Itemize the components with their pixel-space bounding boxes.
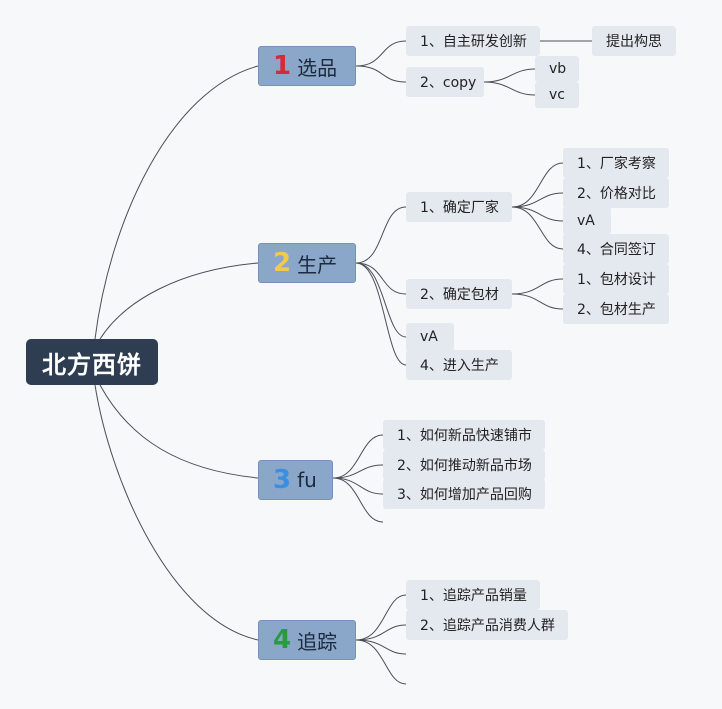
topic-packaging-production[interactable]: 2、包材生产 <box>563 294 669 324</box>
topic-vc[interactable]: vc <box>535 82 579 108</box>
topic-enter-production[interactable]: 4、进入生产 <box>406 350 512 380</box>
topic-label: 4、进入生产 <box>420 358 499 374</box>
topic-track-consumers[interactable]: 2、追踪产品消费人群 <box>406 610 568 640</box>
topic-label: vA <box>577 213 595 229</box>
branch-2-label: 生产 <box>297 252 338 277</box>
topic-label: 1、包材设计 <box>577 272 656 288</box>
topic-price-compare[interactable]: 2、价格对比 <box>563 178 669 208</box>
topic-label: 1、如何新品快速铺市 <box>397 428 532 444</box>
branch-1-number: 1 <box>273 51 292 81</box>
topic-label: 2、如何推动新品市场 <box>397 458 532 474</box>
topic-fast-distribution[interactable]: 1、如何新品快速铺市 <box>383 420 545 450</box>
topic-factory-inspect[interactable]: 1、厂家考察 <box>563 148 669 178</box>
topic-label: 提出构思 <box>606 34 662 50</box>
topic-va-2[interactable]: vA <box>406 323 454 351</box>
topic-label: vc <box>549 87 565 103</box>
branch-4-number: 4 <box>273 625 292 655</box>
branch-1[interactable]: 1 选品 <box>258 46 356 86</box>
branch-2-number: 2 <box>273 248 292 278</box>
topic-track-sales[interactable]: 1、追踪产品销量 <box>406 580 540 610</box>
topic-va-1[interactable]: vA <box>563 207 611 235</box>
link-root-b4 <box>94 384 259 641</box>
topic-label: 2、包材生产 <box>577 302 656 318</box>
topic-label: 2、追踪产品消费人群 <box>420 618 555 634</box>
topic-label: 2、确定包材 <box>420 287 499 303</box>
topic-label: 4、合同签订 <box>577 242 656 258</box>
root-label: 北方西饼 <box>42 350 142 379</box>
branch-4[interactable]: 4 追踪 <box>258 620 356 660</box>
branch-3[interactable]: 3 fu <box>258 460 333 500</box>
topic-self-rd[interactable]: 1、自主研发创新 <box>406 26 540 56</box>
topic-copy[interactable]: 2、copy <box>406 67 484 97</box>
topic-label: 2、copy <box>420 75 477 91</box>
topic-label: 2、价格对比 <box>577 186 656 202</box>
root-node[interactable]: 北方西饼 <box>26 339 158 385</box>
topic-label: vb <box>549 61 567 77</box>
topic-propose-idea[interactable]: 提出构思 <box>592 26 676 56</box>
branch-3-number: 3 <box>273 465 292 495</box>
link-root-b3 <box>99 384 259 479</box>
topic-label: 1、厂家考察 <box>577 156 656 172</box>
topic-label: 1、追踪产品销量 <box>420 588 527 604</box>
branch-1-label: 选品 <box>297 55 338 80</box>
link-root-b1 <box>94 65 259 340</box>
topic-confirm-packaging[interactable]: 2、确定包材 <box>406 279 512 309</box>
link-root-b2 <box>99 262 259 340</box>
topic-promote-market[interactable]: 2、如何推动新品市场 <box>383 450 545 480</box>
topic-label: 1、确定厂家 <box>420 200 499 216</box>
topic-increase-repurchase[interactable]: 3、如何增加产品回购 <box>383 479 545 509</box>
topic-confirm-factory[interactable]: 1、确定厂家 <box>406 192 512 222</box>
branch-2[interactable]: 2 生产 <box>258 243 356 283</box>
topic-label: 1、自主研发创新 <box>420 34 527 50</box>
topic-label: 3、如何增加产品回购 <box>397 487 532 503</box>
topic-vb[interactable]: vb <box>535 56 579 82</box>
branch-4-label: 追踪 <box>297 629 338 654</box>
topic-label: vA <box>420 329 438 345</box>
branch-3-label: fu <box>297 468 317 492</box>
topic-contract-sign[interactable]: 4、合同签订 <box>563 234 669 264</box>
topic-packaging-design[interactable]: 1、包材设计 <box>563 264 669 294</box>
